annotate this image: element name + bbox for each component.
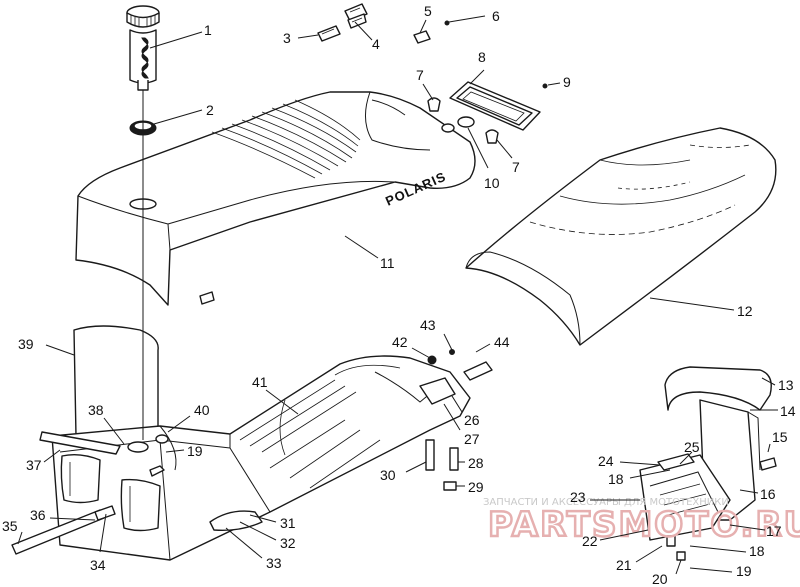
- callout-label: 6: [492, 8, 500, 24]
- callout-label: 19: [736, 563, 752, 579]
- callout-label: 30: [380, 467, 396, 483]
- fuel-line-part: [11, 505, 116, 555]
- callout-label: 16: [760, 486, 776, 502]
- bulb-part-7b: [485, 129, 499, 144]
- callout-label: 38: [88, 402, 104, 418]
- callout-label: 14: [780, 403, 796, 419]
- fuel-tank-part: [39, 355, 471, 561]
- callout-label: 1: [204, 22, 212, 38]
- callout-label: 36: [30, 507, 46, 523]
- callout-label: 20: [652, 571, 668, 587]
- callout-label: 5: [424, 3, 432, 19]
- callout-label: 40: [194, 402, 210, 418]
- callout-label: 34: [90, 557, 106, 573]
- callout-label: 15: [772, 429, 788, 445]
- bracket-part-44: [463, 361, 493, 381]
- bulb-part-7a: [427, 97, 441, 112]
- callout-label: 24: [598, 453, 614, 469]
- callout-label: 35: [2, 518, 18, 534]
- screw-part-29: [443, 481, 457, 491]
- callout-label: 10: [484, 175, 500, 191]
- emblem-part-5: [413, 30, 431, 44]
- callout-label: 18: [749, 543, 765, 559]
- taillight-lens-part: [449, 81, 548, 131]
- callout-label: 27: [464, 431, 480, 447]
- callout-label: 8: [478, 49, 486, 65]
- callout-label: 39: [18, 336, 34, 352]
- callout-label: 7: [416, 67, 424, 83]
- rivet-part-6: [444, 20, 450, 26]
- callout-label: 23: [570, 489, 586, 505]
- callout-label: 42: [392, 334, 408, 350]
- callout-label: 26: [464, 412, 480, 428]
- callout-label: 37: [26, 457, 42, 473]
- callout-label: 22: [582, 533, 598, 549]
- callout-label: 17: [766, 523, 782, 539]
- bolt-part-28: [449, 447, 459, 471]
- callout-label: 28: [468, 455, 484, 471]
- bumper-pad-part: [664, 366, 772, 411]
- callout-label: 13: [778, 377, 794, 393]
- callout-label: 32: [280, 535, 296, 551]
- rivet-part-43: [449, 349, 455, 355]
- flap-bracket-part: [639, 453, 731, 541]
- watermark-logo: PARTSMOTO.RU: [488, 505, 800, 545]
- callout-label: 11: [380, 255, 395, 271]
- callout-label: 18: [608, 471, 624, 487]
- callout-label: 29: [468, 479, 484, 495]
- callout-label: 19: [187, 443, 203, 459]
- pin-part-30: [425, 439, 435, 471]
- callout-label: 44: [494, 334, 510, 350]
- watermark-caption: ЗАПЧАСТИ И АКСЕССУАРЫ ДЛЯ МОТОТЕХНИКИ: [483, 497, 729, 508]
- callout-label: 41: [252, 374, 268, 390]
- callout-label: 7: [512, 159, 520, 175]
- socket-part-10: [441, 116, 475, 133]
- decal-plate-3: [317, 25, 341, 42]
- heat-shield-part: [73, 325, 159, 442]
- fuel-filler-neck-part: [126, 5, 160, 91]
- callout-label: 12: [737, 303, 753, 319]
- callout-label: 33: [266, 555, 282, 571]
- seat-cover-part: [465, 127, 777, 346]
- callout-label: 31: [280, 515, 296, 531]
- callout-label: 21: [616, 557, 632, 573]
- callout-group: 1 2 3 4 5 6 7 8 9 7 10 11 12: [2, 3, 796, 587]
- callout-label: 4: [372, 36, 380, 52]
- watermark: ЗАПЧАСТИ И АКСЕССУАРЫ ДЛЯ МОТОТЕХНИКИ PA…: [483, 497, 800, 546]
- callout-label: 9: [563, 74, 571, 90]
- callout-label: 3: [283, 30, 291, 46]
- callout-label: 25: [684, 439, 700, 455]
- callout-label: 2: [206, 102, 214, 118]
- fastener-parts: [666, 457, 777, 561]
- callout-label: 43: [420, 317, 436, 333]
- decal-plate-4: [344, 3, 368, 29]
